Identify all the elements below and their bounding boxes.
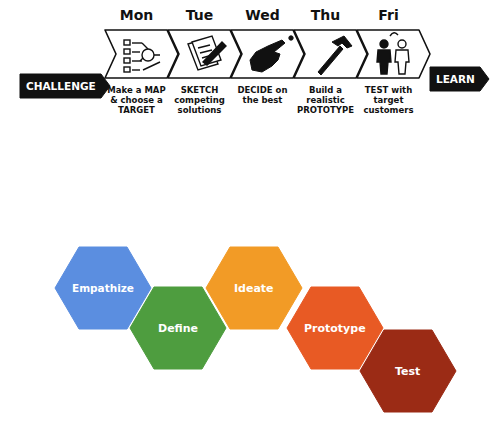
monday-step: MonMake a MAP & choose a TARGET xyxy=(105,30,178,78)
node-outline xyxy=(231,30,304,78)
sketch-icon xyxy=(188,36,226,70)
define-hexagon: Define xyxy=(130,287,226,369)
step-caption: TEST with target customers xyxy=(359,86,418,115)
node-outline xyxy=(168,30,241,78)
day-name: Tue xyxy=(168,7,231,23)
node-outline-shape xyxy=(130,287,226,369)
tuesday-step: TueSKETCH competing solutions xyxy=(168,30,241,78)
node-outline-shape xyxy=(360,330,456,412)
phase-label: Empathize xyxy=(72,282,134,294)
test-hexagon: Test xyxy=(360,330,456,412)
challenge-tag: CHALLENGE xyxy=(20,74,110,98)
node-outline-shape xyxy=(20,74,110,98)
node-outline-shape xyxy=(206,247,302,329)
wednesday-step: WedDECIDE on the best xyxy=(231,30,304,78)
node-outline-shape xyxy=(357,30,430,78)
step-caption: DECIDE on the best xyxy=(233,86,292,106)
learn-tag: LEARN xyxy=(430,67,489,91)
node-outline-shape xyxy=(430,67,489,91)
step-caption: SKETCH competing solutions xyxy=(170,86,229,115)
node-outline-shape xyxy=(231,30,304,78)
hammer-icon xyxy=(318,36,352,75)
step-caption: Make a MAP & choose a TARGET xyxy=(107,86,166,115)
node-outline-shape xyxy=(105,30,178,78)
node-outline xyxy=(294,30,367,78)
tag-label: CHALLENGE xyxy=(26,80,96,92)
step-caption: Build a realistic PROTOTYPE xyxy=(296,86,355,115)
node-outline xyxy=(357,30,430,78)
map-icon xyxy=(124,40,160,72)
day-name: Fri xyxy=(357,7,420,23)
phase-label: Define xyxy=(158,322,198,335)
day-name: Mon xyxy=(105,7,168,23)
decide-icon xyxy=(250,36,293,72)
phase-label: Prototype xyxy=(304,322,366,335)
phase-label: Ideate xyxy=(234,282,274,295)
phase-label: Test xyxy=(395,365,420,378)
friday-step: FriTEST with target customers xyxy=(357,30,430,78)
node-outline-shape xyxy=(294,30,367,78)
day-name: Thu xyxy=(294,7,357,23)
day-name: Wed xyxy=(231,7,294,23)
tag-label: LEARN xyxy=(436,73,475,85)
test-icon xyxy=(377,33,409,74)
node-outline-shape xyxy=(168,30,241,78)
ideate-hexagon: Ideate xyxy=(206,247,302,329)
thursday-step: ThuBuild a realistic PROTOTYPE xyxy=(294,30,367,78)
node-outline xyxy=(105,30,178,78)
